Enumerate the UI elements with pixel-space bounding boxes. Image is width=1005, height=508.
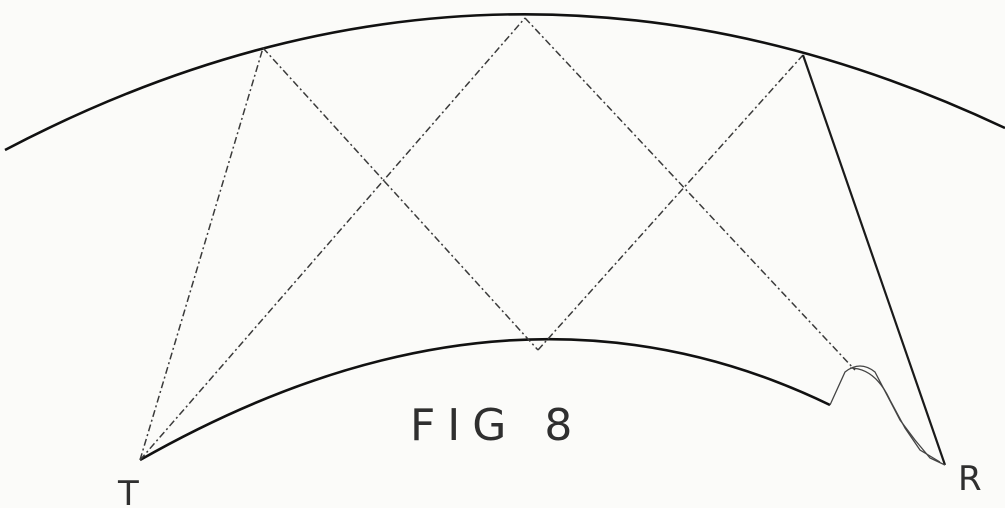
ray-t-to-upper-middle [139,17,526,461]
terrain-bump [829,365,946,466]
label-t: T [117,474,139,508]
figure-caption: FIG 8 [410,400,584,451]
ray-upper-middle-to-lower-right [524,17,856,371]
upper-layer-arc [4,12,1005,152]
ray-lower-middle-to-upper-right [537,54,804,351]
label-r: R [958,459,982,499]
ray-upper-left-to-lower-middle [262,47,539,351]
ray-t-to-upper-left [139,47,264,461]
ray-upper-right-to-r [801,54,947,466]
lower-surface-arc [139,337,831,462]
terrain-bump-trace [849,367,941,463]
